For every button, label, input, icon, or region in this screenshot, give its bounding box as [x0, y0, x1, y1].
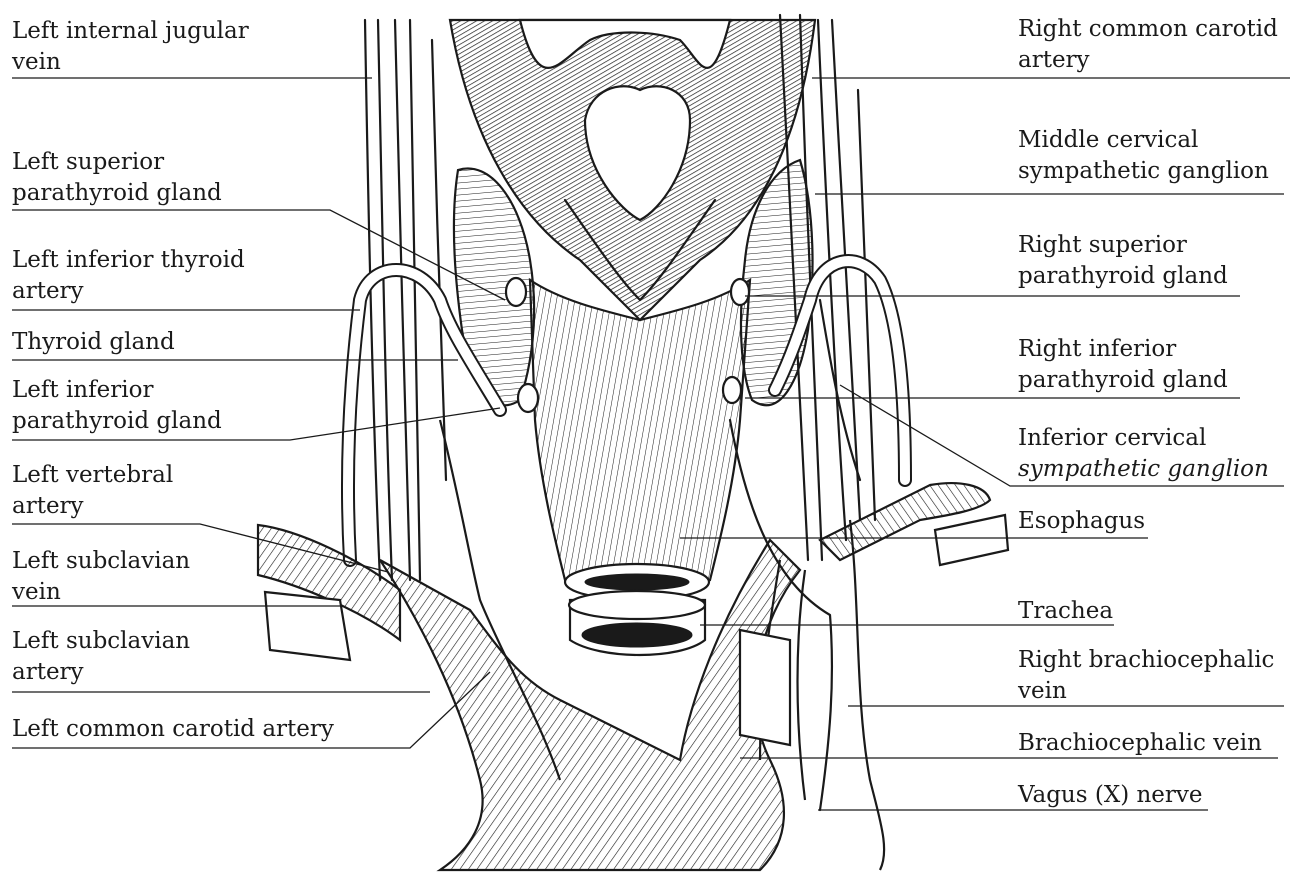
label-line: Vagus (X) nerve: [1018, 780, 1203, 811]
label-right-brachiocephalic-vein: Right brachiocephalic vein: [1018, 645, 1274, 707]
label-trachea: Trachea: [1018, 596, 1113, 627]
label-line: Left subclavian: [12, 626, 190, 657]
label-left-inferior-parathyroid-gland: Left inferior parathyroid gland: [12, 375, 222, 437]
label-line: Left subclavian: [12, 546, 190, 577]
label-line: Middle cervical: [1018, 125, 1269, 156]
label-middle-cervical-sympathetic-ganglion: Middle cervical sympathetic ganglion: [1018, 125, 1269, 187]
label-line: Left inferior thyroid: [12, 245, 245, 276]
label-line: parathyroid gland: [1018, 365, 1228, 396]
label-line: Right brachiocephalic: [1018, 645, 1274, 676]
label-line: artery: [12, 491, 173, 522]
label-line: artery: [12, 657, 190, 688]
label-line: parathyroid gland: [12, 178, 222, 209]
label-left-superior-parathyroid-gland: Left superior parathyroid gland: [12, 147, 222, 209]
label-line: parathyroid gland: [12, 406, 222, 437]
label-left-subclavian-artery: Left subclavian artery: [12, 626, 190, 688]
label-line: artery: [1018, 45, 1278, 76]
label-line: Trachea: [1018, 596, 1113, 627]
label-line: parathyroid gland: [1018, 261, 1228, 292]
label-line: Right inferior: [1018, 334, 1228, 365]
label-line: vein: [12, 577, 190, 608]
label-left-vertebral-artery: Left vertebral artery: [12, 460, 173, 522]
label-vagus-nerve: Vagus (X) nerve: [1018, 780, 1203, 811]
label-line: Right superior: [1018, 230, 1228, 261]
label-line: Right common carotid: [1018, 14, 1278, 45]
label-line: Left common carotid artery: [12, 714, 334, 745]
label-right-common-carotid-artery: Right common carotid artery: [1018, 14, 1278, 76]
label-esophagus: Esophagus: [1018, 506, 1145, 537]
label-line: Brachiocephalic vein: [1018, 728, 1262, 759]
label-line: Thyroid gland: [12, 327, 175, 358]
label-line: sympathetic ganglion: [1018, 156, 1269, 187]
trachea-esophagus: [530, 280, 750, 655]
label-left-internal-jugular-vein: Left internal jugular vein: [12, 16, 249, 78]
label-inferior-cervical-sympathetic-ganglion: Inferior cervical sympathetic ganglion: [1018, 423, 1269, 485]
label-thyroid-gland: Thyroid gland: [12, 327, 175, 358]
label-line: vein: [12, 47, 249, 78]
label-left-inferior-thyroid-artery: Left inferior thyroid artery: [12, 245, 245, 307]
label-left-subclavian-vein: Left subclavian vein: [12, 546, 190, 608]
label-right-inferior-parathyroid-gland: Right inferior parathyroid gland: [1018, 334, 1228, 396]
label-line: Left superior: [12, 147, 222, 178]
label-line: Left inferior: [12, 375, 222, 406]
label-left-common-carotid-artery: Left common carotid artery: [12, 714, 334, 745]
label-right-superior-parathyroid-gland: Right superior parathyroid gland: [1018, 230, 1228, 292]
label-line: Left internal jugular: [12, 16, 249, 47]
label-line: sympathetic ganglion: [1018, 454, 1269, 485]
label-brachiocephalic-vein: Brachiocephalic vein: [1018, 728, 1262, 759]
label-line: vein: [1018, 676, 1274, 707]
label-line: Left vertebral: [12, 460, 173, 491]
label-line: Esophagus: [1018, 506, 1145, 537]
label-line: Inferior cervical: [1018, 423, 1269, 454]
label-line: artery: [12, 276, 245, 307]
